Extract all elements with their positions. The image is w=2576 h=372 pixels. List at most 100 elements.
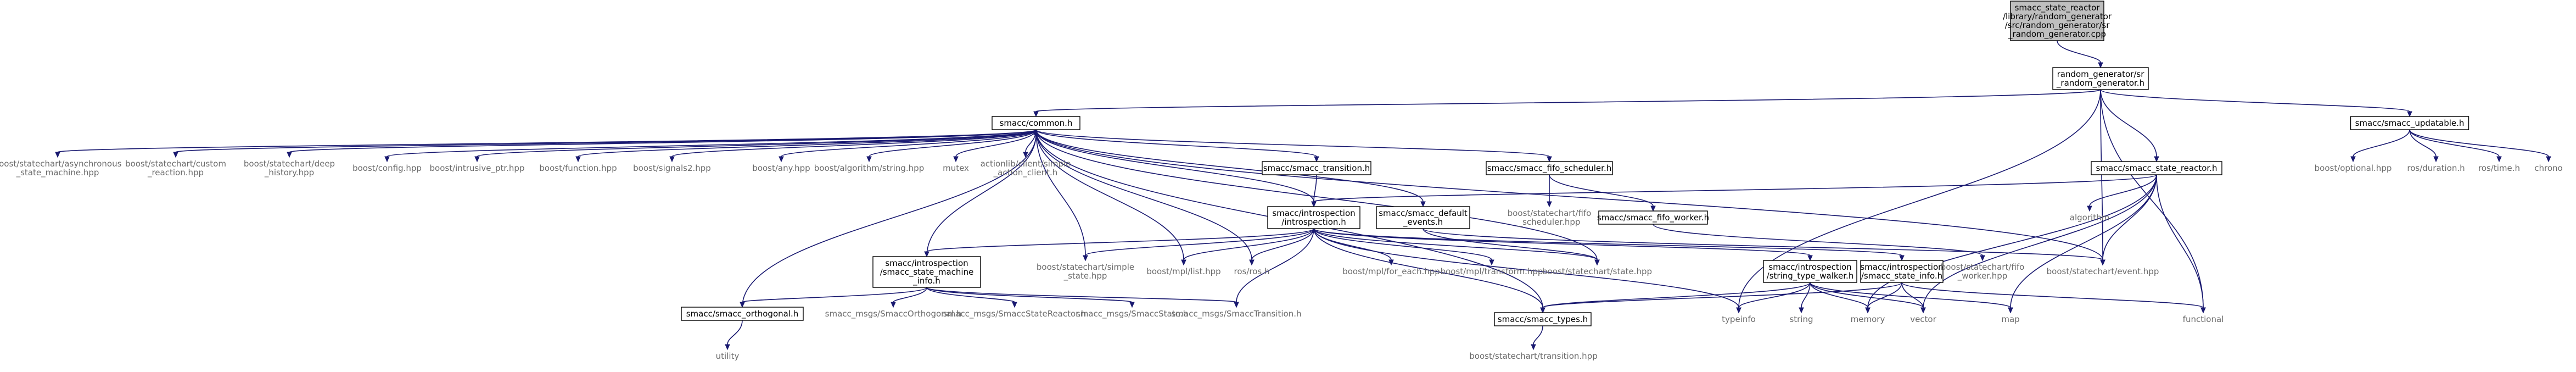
node-mpl_transform: boost/mpl/transform.hpp — [1441, 266, 1543, 276]
edge-line — [2089, 174, 2157, 207]
arrowhead-icon — [779, 156, 784, 163]
edge-common-to-sc_simple_state — [1035, 129, 1088, 262]
arrowhead-icon — [2098, 62, 2103, 69]
edge-introspection-to-sc_simple_state — [1083, 228, 1314, 262]
edge-line — [1183, 228, 1314, 260]
node-sc_fifo_worker: boost/statechart/fifo_worker.hpp — [1941, 262, 2025, 281]
node-rg_h[interactable]: random_generator/sr_random_generator.h — [2052, 67, 2149, 90]
node-label-line: boost/mpl/list.hpp — [1146, 266, 1220, 276]
edge-state_reactor-to-vector — [1920, 174, 2157, 314]
arrowhead-icon — [575, 156, 581, 163]
node-typeinfo: typeinfo — [1722, 314, 1756, 324]
edge-line — [1313, 228, 1902, 256]
arrowhead-icon — [669, 156, 675, 163]
node-state_info[interactable]: smacc/introspection/smacc_state_info.h — [1860, 260, 1944, 283]
node-updatable[interactable]: smacc/smacc_updatable.h — [2350, 116, 2469, 130]
node-vector: vector — [1910, 314, 1936, 324]
node-default_events[interactable]: smacc/smacc_default_events.h — [1376, 206, 1470, 229]
edge-line — [2100, 89, 2410, 112]
edge-line — [2156, 174, 2204, 308]
edge-common-to-ros_ros — [1035, 129, 1255, 266]
arrowhead-icon — [1314, 156, 1319, 163]
arrowhead-icon — [2496, 156, 2502, 163]
edge-line — [387, 129, 1037, 157]
arrowhead-icon — [2100, 259, 2105, 266]
node-sm_info[interactable]: smacc/introspection/smacc_state_machine_… — [872, 256, 981, 288]
node-label-line: _action_client.h — [993, 168, 1058, 178]
node-common[interactable]: smacc/common.h — [992, 116, 1080, 130]
node-fifo_worker[interactable]: smacc/smacc_fifo_worker.h — [1597, 210, 1709, 225]
node-actionlib: actionlib/client/simple_action_client.h — [981, 159, 1071, 178]
node-msg_reactor: smacc_msgs/SmaccStateReactor.h — [943, 309, 1087, 319]
arrowhead-icon — [1083, 255, 1088, 262]
node-label-line: smacc/introspection — [1768, 262, 1851, 272]
node-stw[interactable]: smacc/introspection/string_type_walker.h — [1763, 260, 1857, 283]
edge-line — [1542, 282, 1811, 308]
node-fifo_sched[interactable]: smacc/smacc_fifo_scheduler.h — [1486, 161, 1613, 175]
edge-line — [2353, 129, 2410, 157]
edge-sm_info-to-common — [926, 129, 1039, 257]
edge-line — [1867, 282, 1902, 308]
node-box — [1486, 161, 1613, 175]
node-state_reactor[interactable]: smacc/smacc_state_reactor.h — [2091, 161, 2222, 175]
node-label-line: boost/function.hpp — [539, 163, 617, 173]
node-label-line: smacc/smacc_updatable.h — [2355, 118, 2465, 129]
edge-line — [2102, 174, 2157, 260]
edge-line — [2057, 40, 2101, 63]
edge-common-to-sc_deep — [287, 129, 1037, 158]
node-types[interactable]: smacc/smacc_types.h — [1494, 312, 1592, 326]
edge-line — [926, 287, 1133, 303]
edge-updatable-to-ros_duration — [2409, 129, 2439, 163]
edge-common-to-b_any — [779, 129, 1037, 163]
node-label-line: boost/signals2.hpp — [633, 163, 711, 173]
edge-common-to-fifo_sched — [1035, 129, 1552, 163]
node-label-line: random_generator/sr — [2057, 69, 2145, 80]
node-box — [2091, 161, 2222, 175]
node-b_algo: boost/algorithm/string.hpp — [814, 163, 924, 173]
edge-common-to-sc_state — [1035, 129, 1600, 266]
node-orthogonal[interactable]: smacc/smacc_orthogonal.h — [681, 307, 804, 321]
edge-line — [1810, 282, 1868, 308]
node-box — [1860, 260, 1944, 283]
edge-line — [477, 129, 1037, 157]
node-introspection[interactable]: smacc/introspection/introspection.h — [1267, 206, 1360, 229]
edge-line — [1923, 174, 2157, 308]
edge-line — [926, 228, 1314, 252]
node-label-line: string — [1789, 314, 1813, 324]
node-b_signals2: boost/signals2.hpp — [633, 163, 711, 173]
edge-line — [289, 129, 1037, 153]
arrowhead-icon — [1012, 302, 1017, 308]
node-label-line: boost/mpl/transform.hpp — [1441, 266, 1543, 276]
arrowhead-icon — [1650, 206, 1656, 212]
node-label-line: _history.hpp — [264, 168, 314, 178]
node-box — [2010, 1, 2104, 41]
node-label-line: boost/any.hpp — [752, 163, 810, 173]
node-label-line: boost/optional.hpp — [2315, 163, 2392, 173]
node-label-line: /introspection.h — [1281, 217, 1346, 227]
edge-introspection-to-state_info — [1313, 228, 1905, 262]
arrowhead-icon — [1129, 302, 1135, 308]
edge-state_reactor-to-map — [2008, 174, 2157, 314]
node-label-line: smacc/smacc_fifo_worker.h — [1597, 213, 1709, 223]
node-root[interactable]: smacc_state_reactor/library/random_gener… — [2003, 1, 2112, 41]
node-box — [1267, 206, 1360, 229]
node-label-line: boost/intrusive_ptr.hpp — [430, 163, 525, 174]
node-label-line: smacc/smacc_types.h — [1498, 314, 1588, 325]
node-label-line: boost/statechart/fifo — [1508, 208, 1592, 218]
arrowhead-icon — [384, 156, 390, 163]
edge-line — [2100, 89, 2103, 260]
node-box — [1763, 260, 1857, 283]
node-label-line: boost/statechart/event.hpp — [2047, 266, 2159, 276]
node-transition[interactable]: smacc/smacc_transition.h — [1262, 161, 1371, 175]
node-label-line: smacc/introspection — [885, 258, 968, 268]
edge-state_info-to-functional — [1901, 282, 2206, 314]
node-b_any: boost/any.hpp — [752, 163, 810, 173]
edge-line — [1801, 282, 1811, 308]
node-algorithm: algorithm — [2070, 213, 2109, 223]
node-label-line: chrono — [2534, 163, 2562, 173]
arrowhead-icon — [173, 152, 178, 158]
node-label-line: vector — [1910, 314, 1936, 324]
edge-line — [1423, 228, 1598, 260]
edge-state_reactor-to-algorithm — [2087, 174, 2157, 212]
node-sc_fifo_sched: boost/statechart/fifo_scheduler.hpp — [1508, 208, 1592, 227]
